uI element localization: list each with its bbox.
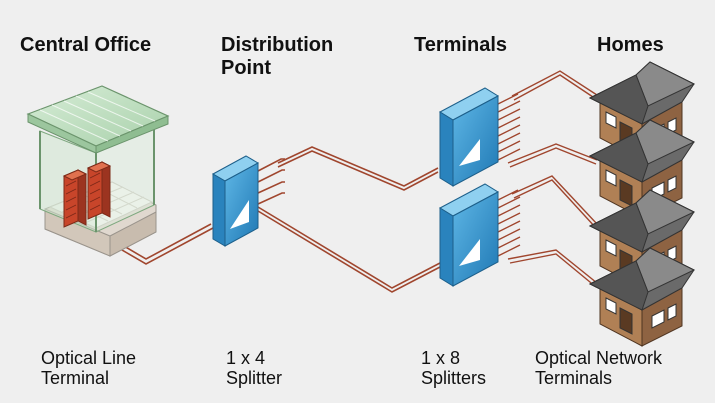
fiber-cables: [109, 146, 441, 293]
header-central-office: Central Office: [20, 34, 152, 56]
fiber-to-terminal-2: [257, 206, 441, 289]
header-terminals: Terminals: [414, 34, 507, 56]
splitter-1x8-top-icon: [438, 87, 500, 187]
header-homes: Homes: [597, 34, 664, 56]
fiber-drops-top: [497, 70, 598, 168]
olt-rack: [62, 161, 112, 228]
fiber-to-terminal-1: [277, 146, 439, 187]
caption-1x8-splitters: 1 x 8 Splitters: [421, 348, 487, 388]
splitter-1x8-bottom-icon: [438, 183, 500, 287]
house-icon-2: [588, 119, 696, 219]
house-icon-4: [588, 247, 696, 347]
fiber-drops-bottom: [497, 175, 598, 288]
caption-optical-network-terminals: Optical Network Terminals: [535, 348, 663, 388]
caption-1x4-splitter: 1 x 4 Splitter: [226, 348, 283, 388]
splitter-1x4-icon: [211, 155, 260, 247]
caption-optical-line-terminal: Optical Line Terminal: [41, 348, 137, 388]
central-office-building-icon: [26, 85, 170, 257]
header-distribution-point: Distribution Point: [221, 34, 334, 79]
